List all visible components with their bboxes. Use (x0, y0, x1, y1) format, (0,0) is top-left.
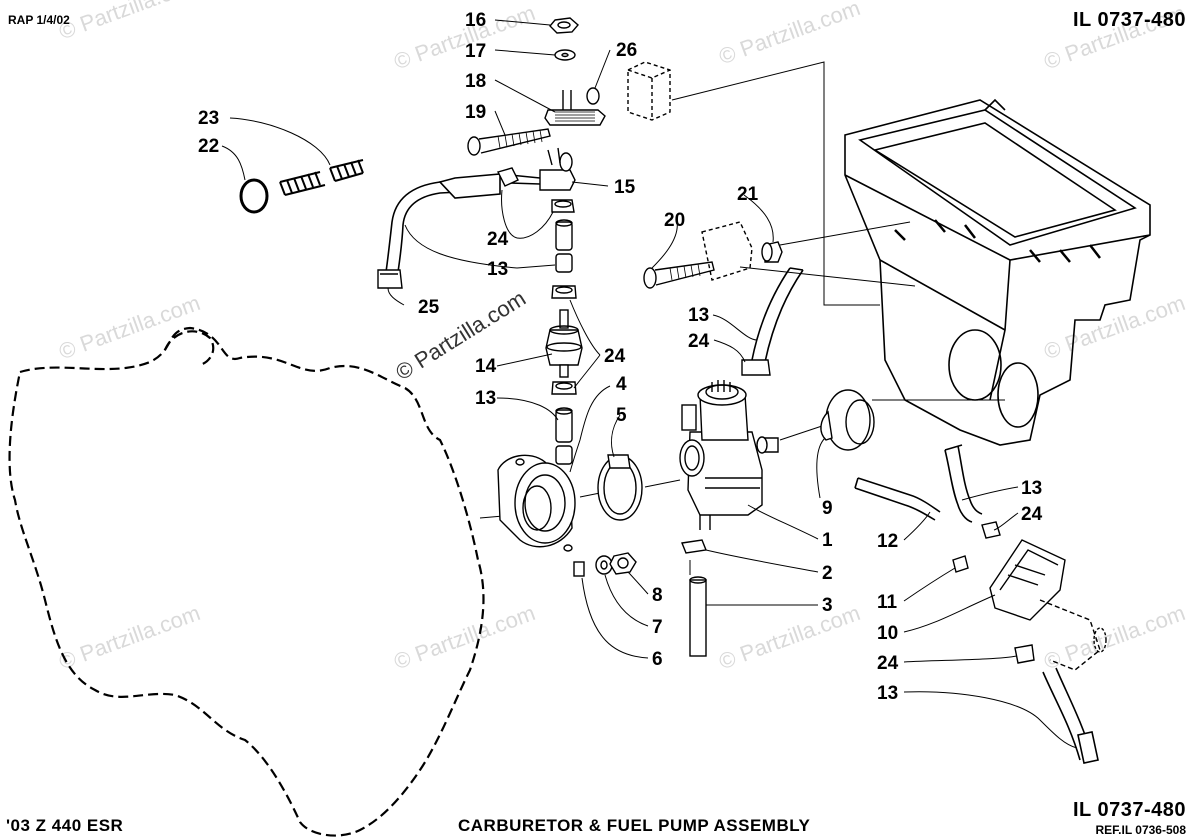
bolt-19 (467, 128, 551, 156)
fuel-hose-top (385, 173, 501, 273)
date-code: RAP 1/4/02 (8, 13, 70, 27)
fitting-11 (952, 555, 969, 573)
clamp-24-low (551, 381, 577, 395)
hose-13-center (555, 219, 573, 273)
mount-block (627, 61, 671, 121)
callout-22: 22 (198, 136, 219, 157)
clip-2 (681, 539, 707, 554)
reference-id: REF.IL 0736-508 (1095, 823, 1187, 837)
callout-9: 9 (822, 498, 833, 519)
callout-18: 18 (465, 71, 486, 92)
callout-4: 4 (616, 374, 627, 395)
callout-24: 24 (487, 229, 509, 250)
spring-23 (279, 159, 364, 196)
spacer-21 (761, 241, 783, 263)
callout-25: 25 (418, 297, 440, 318)
hose-12 (854, 477, 941, 521)
bracket-18 (544, 90, 606, 126)
clamp-24-vent (741, 359, 771, 376)
callout-7: 7 (652, 617, 663, 638)
fuel-filter-14 (545, 309, 583, 378)
callout-2: 2 (822, 563, 833, 584)
leader-lines (221, 19, 1078, 749)
callout-16: 16 (465, 10, 486, 31)
callout-13: 13 (1021, 478, 1042, 499)
callout-5: 5 (616, 405, 627, 426)
callout-3: 3 (822, 595, 833, 616)
callout-13: 13 (688, 305, 709, 326)
hose-clamp-25 (377, 269, 403, 289)
fuel-pump-10 (989, 539, 1107, 671)
callout-13: 13 (877, 683, 898, 704)
callout-20: 20 (664, 210, 685, 231)
callout-21: 21 (737, 184, 759, 205)
model-name: '03 Z 440 ESR (6, 816, 124, 835)
callout-8: 8 (652, 585, 663, 606)
callout-26: 26 (616, 40, 637, 61)
callout-19: 19 (465, 102, 486, 123)
callout-12: 12 (877, 531, 898, 552)
fuel-valve-15 (509, 147, 576, 191)
clamp-24-mid (551, 285, 577, 299)
callout-24: 24 (688, 331, 710, 352)
clamp-24-right-top (981, 521, 1001, 539)
intake-boot-9 (820, 389, 875, 451)
tube-3 (689, 576, 707, 657)
airbox (844, 98, 1151, 446)
callout-13: 13 (475, 388, 496, 409)
engine-outline (8, 326, 485, 837)
callout-1: 1 (822, 530, 833, 551)
diagram-title: CARBURETOR & FUEL PUMP ASSEMBLY (458, 816, 811, 835)
hose-13-right-top (944, 444, 983, 523)
callout-10: 10 (877, 623, 898, 644)
washer-7 (595, 555, 613, 575)
callout-15: 15 (614, 177, 636, 198)
spacer-26 (586, 87, 600, 105)
callout-24: 24 (877, 653, 899, 674)
clamp-24-right-low (1014, 644, 1035, 664)
callout-labels: 16 17 26 18 19 23 22 15 24 13 21 20 25 1… (198, 10, 1043, 704)
callout-11: 11 (877, 592, 898, 613)
washer-6 (573, 561, 585, 577)
callout-24: 24 (604, 346, 626, 367)
hose-13-right-low (1042, 667, 1099, 764)
callout-13: 13 (487, 259, 508, 280)
assembly-guides (479, 61, 1005, 575)
clamp-5 (597, 454, 643, 521)
washer-17 (554, 49, 576, 61)
carburetor-1 (679, 380, 779, 530)
nut-16 (549, 17, 579, 34)
intake-flange-4 (497, 454, 576, 552)
callout-6: 6 (652, 649, 663, 670)
hose-13-low (555, 407, 573, 465)
callout-14: 14 (475, 356, 497, 377)
illustration-id-top: IL 0737-480 (1073, 9, 1186, 31)
bolt-20 (643, 261, 715, 289)
callout-23: 23 (198, 108, 219, 129)
nut-8 (609, 552, 637, 575)
clamp-22 (239, 178, 269, 214)
hose-13-vent (751, 267, 804, 363)
illustration-id-bottom: IL 0737-480 (1073, 799, 1186, 821)
clamp-24-top (496, 167, 575, 213)
callout-24: 24 (1021, 504, 1043, 525)
callout-17: 17 (465, 41, 486, 62)
bracket-plate (701, 221, 753, 281)
